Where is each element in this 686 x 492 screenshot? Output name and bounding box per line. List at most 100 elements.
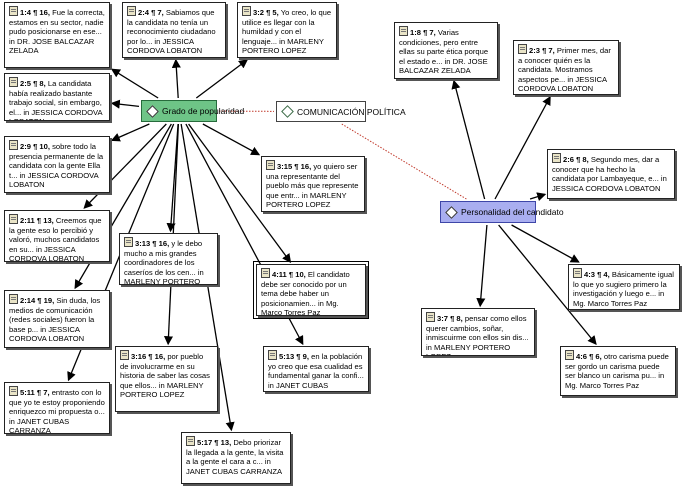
quotation-node[interactable]: 2:5 ¶ 8, La candidata había realizado ba… — [4, 73, 110, 121]
quotation-text: en la población yo creo que esa cualidad… — [268, 352, 364, 391]
quotation-text: Sabiamos que la candidata no tenía un re… — [127, 8, 216, 56]
quotation-text: Creemos que la gente eso lo percibió y v… — [9, 216, 102, 262]
quotation-link — [110, 99, 140, 109]
quotation-text: pensar como ellos querer cambios, soñar,… — [426, 314, 529, 355]
code-diamond-icon — [445, 205, 458, 219]
quotation-ref: 2:14 ¶ 19, — [20, 296, 55, 305]
quotation-icon — [426, 312, 435, 322]
code-comunicacion-politica[interactable]: COMUNICACIÓN POLÍTICA — [276, 101, 406, 122]
quotation-link — [494, 95, 551, 200]
quotation-link — [110, 68, 159, 99]
quotation-ref: 2:6 ¶ 8, — [563, 155, 589, 164]
quotation-icon — [242, 6, 251, 16]
quotation-link — [171, 58, 181, 99]
quotation-node[interactable]: 4:11 ¶ 10, El candidato debe ser conocid… — [253, 261, 369, 319]
quotation-node[interactable]: 3:13 ¶ 16, y le debo mucho a mis grandes… — [119, 233, 218, 285]
quotation-ref: 4:3 ¶ 4, — [584, 270, 610, 279]
quotation-ref: 2:5 ¶ 8, — [20, 79, 46, 88]
quotation-text: por pueblo de involucrarme en su histori… — [120, 352, 210, 400]
quotation-text: otro carisma puede ser gordo un carisma … — [565, 352, 669, 390]
quotation-ref: 1:4 ¶ 16, — [20, 8, 50, 17]
quotation-link — [451, 79, 486, 200]
quotation-icon — [9, 214, 18, 224]
quotation-link — [498, 224, 597, 346]
quotation-node[interactable]: 5:13 ¶ 9, en la población yo creo que es… — [263, 346, 369, 392]
quotation-icon — [565, 350, 574, 360]
quotation-link — [166, 123, 179, 233]
quotation-icon — [9, 77, 18, 87]
quotation-text: Debo priorizar la llegada a la gente, la… — [186, 438, 284, 476]
quotation-node[interactable]: 3:2 ¶ 5, Yo creo, lo que utilice es lleg… — [237, 2, 337, 58]
quotation-text: La candidata había realizado bastante tr… — [9, 79, 103, 120]
quotation-link — [195, 59, 249, 99]
quotation-icon — [552, 153, 561, 163]
code-personalidad-del-candidato[interactable]: Personalidad del candidato — [440, 201, 564, 223]
quotation-node[interactable]: 2:11 ¶ 13, Creemos que la gente eso lo p… — [4, 210, 110, 262]
quotation-icon — [9, 6, 18, 16]
quotation-node[interactable]: 2:3 ¶ 7, Primer mes, dar a conocer quién… — [513, 40, 619, 95]
quotation-node[interactable]: 4:3 ¶ 4, Básicamente igual lo que yo sug… — [568, 264, 680, 310]
quotation-link — [476, 224, 488, 308]
quotation-ref: 2:4 ¶ 7, — [138, 8, 164, 17]
quotation-text: sobre todo la presencia permanente de la… — [9, 142, 104, 190]
quotation-text: Yo creo, lo que utilice es llegar con la… — [242, 8, 332, 56]
quotation-ref: 1:8 ¶ 7, — [410, 28, 436, 37]
quotation-ref: 5:17 ¶ 13, — [197, 438, 232, 447]
quotation-node[interactable]: 2:6 ¶ 8, Segundo mes, dar a conocer que … — [547, 149, 675, 199]
quotation-node[interactable]: 5:17 ¶ 13, Debo priorizar la llegada a l… — [181, 432, 291, 484]
quotation-text: Básicamente igual lo que yo sugiero prim… — [573, 270, 674, 308]
quotation-ref: 3:16 ¶ 16, — [131, 352, 166, 361]
code-diamond-outline-icon — [281, 105, 294, 118]
quotation-text: Fue la correcta, estamos en su sector, n… — [9, 8, 105, 56]
quotation-icon — [573, 268, 582, 278]
quotation-text: y le debo mucho a mis grandes coordinado… — [124, 239, 204, 285]
quotation-text: yo quiero ser una representante del pueb… — [266, 162, 359, 210]
quotation-node[interactable]: 2:9 ¶ 10, sobre todo la presencia perman… — [4, 136, 110, 193]
quotation-ref: 3:7 ¶ 8, — [437, 314, 463, 323]
quotation-icon — [127, 6, 136, 16]
quotation-ref: 3:2 ¶ 5, — [253, 8, 279, 17]
quotation-ref: 3:15 ¶ 16, — [277, 162, 312, 171]
quotation-icon — [518, 44, 527, 54]
quotation-ref: 4:11 ¶ 10, — [272, 270, 306, 279]
relation-link — [341, 123, 467, 200]
quotation-ref: 4:6 ¶ 6, — [576, 352, 602, 361]
quotation-node[interactable]: 1:8 ¶ 7, Varias condiciones, pero entre … — [394, 22, 498, 79]
quotation-text: Varias condiciones, pero entre ellas su … — [399, 28, 489, 76]
quotation-link — [83, 123, 167, 209]
quotation-node[interactable]: 3:15 ¶ 16, yo quiero ser una representan… — [261, 156, 365, 212]
code-grado-de-popularidad[interactable]: Grado de popularidad — [141, 100, 244, 122]
quotation-node[interactable]: 3:7 ¶ 8, pensar como ellos querer cambio… — [421, 308, 535, 356]
code-label: Grado de popularidad — [162, 106, 245, 116]
quotation-icon — [9, 294, 18, 304]
code-label: COMUNICACIÓN POLÍTICA — [297, 106, 406, 117]
quotation-link — [188, 123, 292, 264]
quotation-ref: 5:13 ¶ 9, — [279, 352, 309, 361]
quotation-icon — [120, 350, 129, 360]
quotation-ref: 3:13 ¶ 16, — [135, 239, 170, 248]
quotation-node[interactable]: 4:6 ¶ 6, otro carisma puede ser gordo un… — [560, 346, 676, 396]
quotation-link — [110, 123, 150, 142]
quotation-link — [202, 123, 261, 156]
quotation-link — [511, 224, 580, 263]
quotation-ref: 2:9 ¶ 10, — [20, 142, 50, 151]
quotation-node[interactable]: 2:14 ¶ 19, Sin duda, los medios de comun… — [4, 290, 110, 348]
quotation-node[interactable]: 3:16 ¶ 16, por pueblo de involucrarme en… — [115, 346, 218, 412]
code-diamond-icon — [146, 104, 159, 118]
quotation-icon — [261, 268, 270, 278]
quotation-ref: 5:11 ¶ 7, — [20, 388, 50, 397]
quotation-ref: 2:11 ¶ 13, — [20, 216, 54, 225]
quotation-text: Sin duda, los medios de comunicación (re… — [9, 296, 101, 344]
quotation-ref: 2:3 ¶ 7, — [529, 46, 555, 55]
quotation-node[interactable]: 1:4 ¶ 16, Fue la correcta, estamos en su… — [4, 2, 110, 68]
quotation-icon — [268, 350, 277, 360]
quotation-text: Primer mes, dar a conocer quién es la ca… — [518, 46, 611, 94]
quotation-text: Segundo mes, dar a conocer que ha hecho … — [552, 155, 667, 193]
quotation-node[interactable]: 2:4 ¶ 7, Sabiamos que la candidata no te… — [122, 2, 226, 58]
quotation-icon — [399, 26, 408, 36]
quotation-icon — [124, 237, 133, 247]
quotation-text: entrasto con lo que yo te estoy proponie… — [9, 388, 105, 434]
quotation-node[interactable]: 5:11 ¶ 7, entrasto con lo que yo te esto… — [4, 382, 110, 434]
quotation-icon — [186, 436, 195, 446]
quotation-icon — [266, 160, 275, 170]
